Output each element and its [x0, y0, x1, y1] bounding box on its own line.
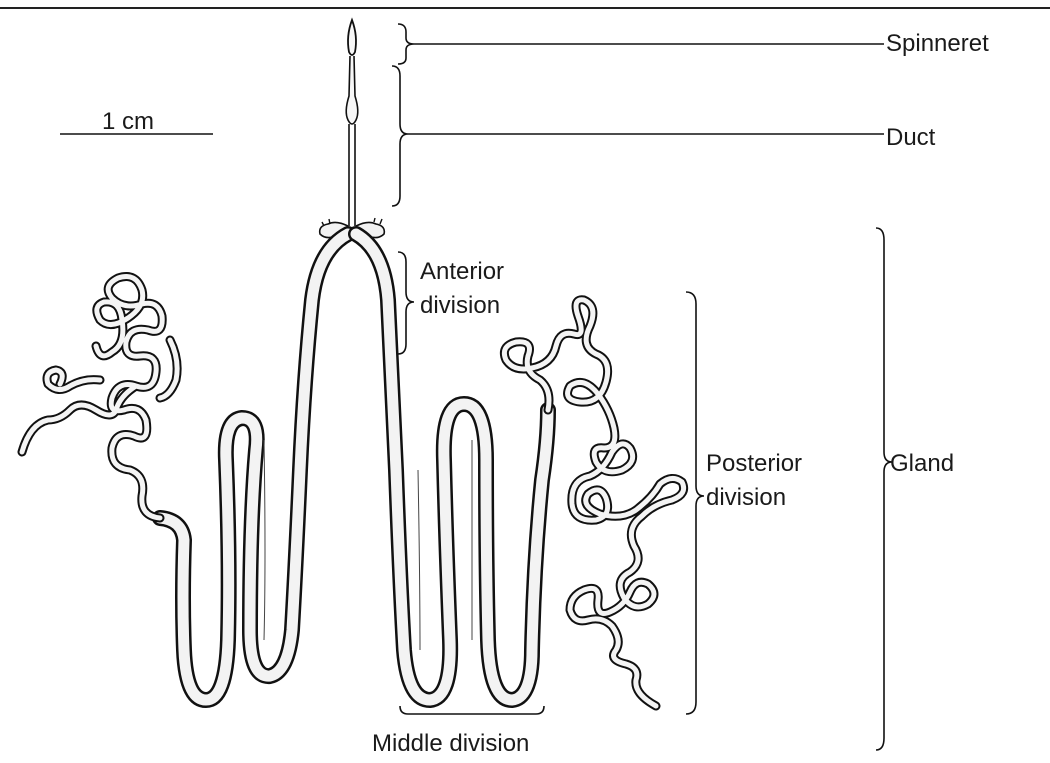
gland-bracket — [876, 228, 892, 750]
left-posterior-coil — [22, 277, 177, 519]
posterior-division-label-line1: Posterior — [706, 450, 802, 479]
spinneret-and-duct — [320, 20, 385, 238]
anterior-bracket — [398, 252, 414, 354]
posterior-division-label-line2: division — [706, 484, 786, 513]
anterior-division-label-line2: division — [420, 292, 500, 321]
anterior-division-label-line1: Anterior — [420, 258, 504, 287]
middle-division-label: Middle division — [372, 730, 529, 759]
spinneret-bracket — [398, 24, 414, 64]
duct-bracket — [392, 66, 408, 206]
middle-division-bracket — [400, 706, 544, 714]
scale-bar-label: 1 cm — [102, 108, 154, 137]
posterior-bracket — [686, 292, 704, 714]
gland-label: Gland — [890, 450, 954, 479]
duct-label: Duct — [886, 124, 935, 153]
spinneret-label: Spinneret — [886, 30, 989, 59]
